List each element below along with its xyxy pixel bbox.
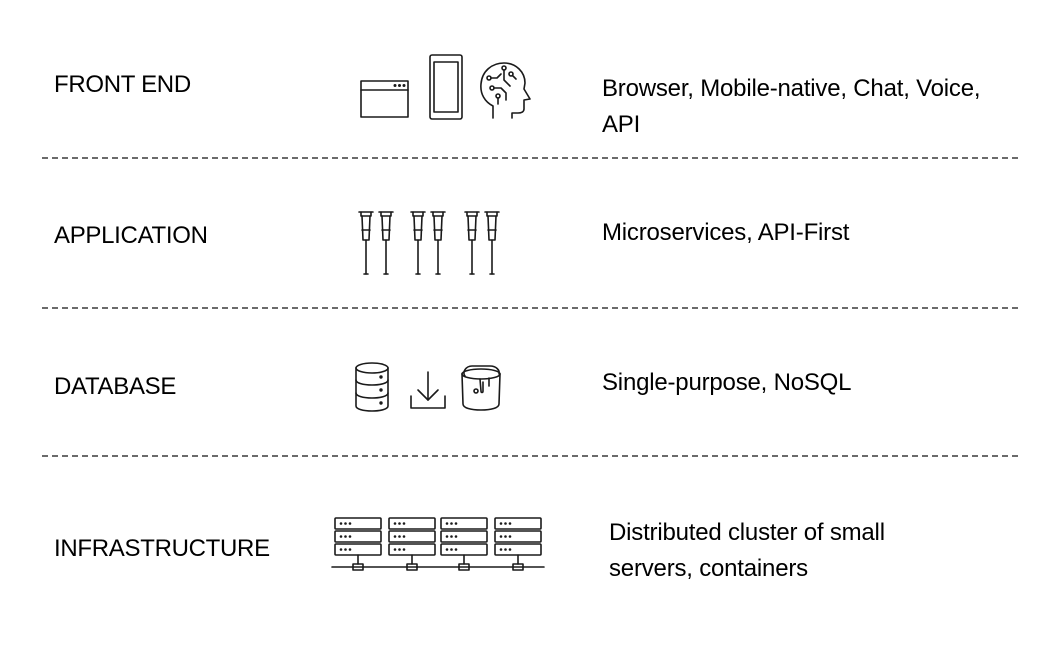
front-end-icons (358, 52, 538, 124)
mobile-phone-icon (429, 54, 463, 120)
crutch-pair-icon (358, 211, 394, 275)
layer-desc-front-end: Browser, Mobile-native, Chat, Voice, API (602, 75, 981, 138)
crutch-pair-icon (464, 211, 500, 275)
infrastructure-icons (331, 515, 548, 575)
divider (42, 455, 1018, 457)
application-icons (358, 208, 506, 280)
server-rack-icon (440, 517, 488, 571)
ai-head-icon (480, 62, 531, 119)
server-rack-icon (334, 517, 382, 571)
database-icons (352, 360, 512, 416)
layer-desc-database: Single-purpose, NoSQL (602, 369, 852, 396)
download-tray-icon (410, 371, 446, 409)
layer-label-infrastructure: INFRASTRUCTURE (54, 535, 270, 562)
layer-label-front-end: FRONT END (54, 71, 191, 98)
layer-label-application: APPLICATION (54, 222, 208, 249)
layer-label-database: DATABASE (54, 373, 177, 400)
crutch-pair-icon (410, 211, 446, 275)
server-rack-icon (494, 517, 542, 571)
divider (42, 307, 1018, 309)
layer-desc-application: Microservices, API-First (602, 219, 850, 246)
browser-window-icon (360, 80, 409, 118)
paint-bucket-icon (461, 365, 501, 411)
divider (42, 157, 1018, 159)
layer-desc-infrastructure: Distributed cluster of small servers, co… (609, 519, 885, 582)
database-cylinder-icon (355, 362, 389, 412)
server-rack-icon (388, 517, 436, 571)
